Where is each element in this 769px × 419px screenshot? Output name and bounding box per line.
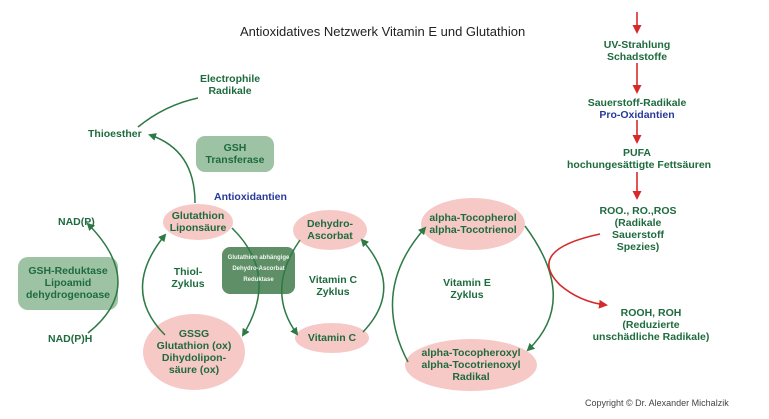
gsh-reduktase-line-1: GSH-Reduktase	[28, 265, 108, 277]
rooh-line-2: (Reduzierte	[622, 319, 680, 331]
copyright-text: Copyright © Dr. Alexander Michalzik	[585, 398, 729, 408]
dehydro-ellipse	[293, 210, 367, 250]
vite-zyklus-label: Vitamin E Zyklus	[435, 277, 499, 301]
rooh-line-3: unschädliche Radikale)	[592, 331, 710, 343]
dehydro-line-2: Ascorbat	[307, 230, 353, 242]
thiol-arrow-down	[231, 227, 260, 337]
prooxidantien-label: Pro-Oxidantien	[599, 109, 675, 121]
gst-line-1: GSH	[223, 142, 247, 154]
tocopherol-line-2: alpha-Tocotrienol	[429, 224, 517, 236]
vitc-zyklus-line-2: Zyklus	[316, 286, 350, 298]
roo-to-rooh-arrow	[548, 233, 608, 309]
glutathion-line-2: Liponsäure	[169, 222, 227, 234]
roo-line-1: ROO., RO.,ROS	[599, 205, 677, 217]
center-box-line-3: Reduktase	[243, 277, 274, 283]
tocopherol-line-1: alpha-Tocopherol	[429, 212, 517, 224]
thiol-zyklus-label: Thiol- Zyklus	[163, 266, 213, 290]
gsh-reduktase-line-2: Lipoamid	[44, 277, 92, 289]
gssg-line-4: säure (ox)	[168, 364, 220, 376]
center-reductase-label: Glutathion abhängige Dehydro-Ascorbat Re…	[222, 253, 295, 286]
vitc-label: Vitamin C	[307, 332, 357, 344]
gssg-line-1: GSSG	[178, 328, 210, 340]
vitc-ellipse	[295, 323, 369, 353]
antioxidantien-label: Antioxidantien	[214, 191, 287, 203]
vitc-arrow-down	[281, 239, 301, 336]
pufa-line-1: PUFA	[622, 147, 651, 159]
tocopheroxyl-ellipse	[405, 339, 537, 391]
electrophile-line-2: Radikale	[208, 85, 252, 97]
glutathion-label: Glutathion Liponsäure	[163, 210, 233, 234]
roo-line-4: Spezies)	[616, 241, 660, 253]
thiol-zyklus-line-1: Thiol-	[173, 266, 203, 278]
roo-line-2: (Radikale	[614, 217, 662, 229]
nadp-label: NAD(P)	[58, 216, 95, 228]
gsh-reduktase-box	[18, 257, 118, 310]
tocopherol-label: alpha-Tocopherol alpha-Tocotrienol	[421, 212, 525, 236]
gsh-reduktase-label: GSH-Reduktase Lipoamid dehydrogenoase	[18, 265, 118, 301]
tocopherol-ellipse	[421, 198, 525, 250]
rooh-line-1: ROOH, ROH	[620, 307, 682, 319]
uv-line-2: Schadstoffe	[606, 51, 668, 63]
gssg-line-3: Dihydolipon-	[161, 352, 227, 364]
electrophile-label: Electrophile Radikale	[200, 73, 260, 97]
glutathion-ellipse	[163, 204, 233, 240]
sauerstoff-label: Sauerstoff-Radikale	[587, 97, 687, 109]
nadph-label: NAD(P)H	[48, 333, 93, 345]
center-box-line-1: Glutathion abhängige	[227, 255, 290, 261]
thiol-zyklus-line-2: Zyklus	[171, 278, 205, 290]
tocopheroxyl-line-2: alpha-Tocotrienoxyl	[421, 359, 521, 371]
vite-arrow-up	[391, 226, 427, 363]
gssg-label: GSSG Glutathion (ox) Dihydolipon- säure …	[144, 328, 244, 376]
rooh-label: ROOH, ROH (Reduzierte unschädliche Radik…	[591, 307, 711, 343]
vite-zyklus-line-2: Zyklus	[450, 289, 484, 301]
thioesther-label: Thioesther	[88, 128, 142, 140]
roo-line-3: Sauerstoff	[612, 229, 664, 241]
vite-arrow-down	[524, 225, 554, 352]
pufa-line-2: hochungesättigte Fettsäuren	[567, 159, 712, 171]
uv-line-1: UV-Strahlung	[603, 39, 671, 51]
pufa-label: PUFA hochungesättigte Fettsäuren	[567, 147, 712, 171]
glutathion-line-1: Glutathion	[171, 210, 225, 222]
glutathion-to-thioesther-arrow	[148, 133, 196, 204]
thiol-arrow-up	[141, 233, 167, 336]
gst-line-2: Transferase	[205, 154, 265, 166]
gst-label: GSH Transferase	[196, 142, 274, 166]
tocopheroxyl-line-3: Radikal	[452, 371, 490, 383]
gsh-reduktase-line-3: dehydrogenoase	[25, 289, 111, 301]
vitc-zyklus-line-1: Vitamin C	[308, 274, 358, 286]
gssg-ellipse	[143, 314, 245, 390]
center-reductase-box	[222, 247, 295, 294]
dehydro-label: Dehydro- Ascorbat	[293, 218, 367, 242]
nadph-to-nadp-arrow	[86, 222, 119, 334]
roo-label: ROO., RO.,ROS (Radikale Sauerstoff Spezi…	[590, 205, 686, 253]
vitc-zyklus-label: Vitamin C Zyklus	[302, 274, 364, 298]
vite-zyklus-line-1: Vitamin E	[443, 277, 491, 289]
dehydro-line-1: Dehydro-	[306, 218, 354, 230]
gssg-line-2: Glutathion (ox)	[156, 340, 232, 352]
tocopheroxyl-label: alpha-Tocopheroxyl alpha-Tocotrienoxyl R…	[405, 347, 537, 383]
electrophile-line-1: Electrophile	[200, 73, 261, 85]
electrophile-arrow	[137, 97, 199, 128]
diagram-title: Antioxidatives Netzwerk Vitamin E und Gl…	[240, 24, 526, 39]
center-box-line-2: Dehydro-Ascorbat	[232, 266, 285, 272]
gst-box	[196, 136, 274, 172]
tocopheroxyl-line-1: alpha-Tocopheroxyl	[421, 347, 521, 359]
vitc-arrow-up	[360, 238, 385, 333]
uv-label: UV-Strahlung Schadstoffe	[587, 39, 687, 63]
